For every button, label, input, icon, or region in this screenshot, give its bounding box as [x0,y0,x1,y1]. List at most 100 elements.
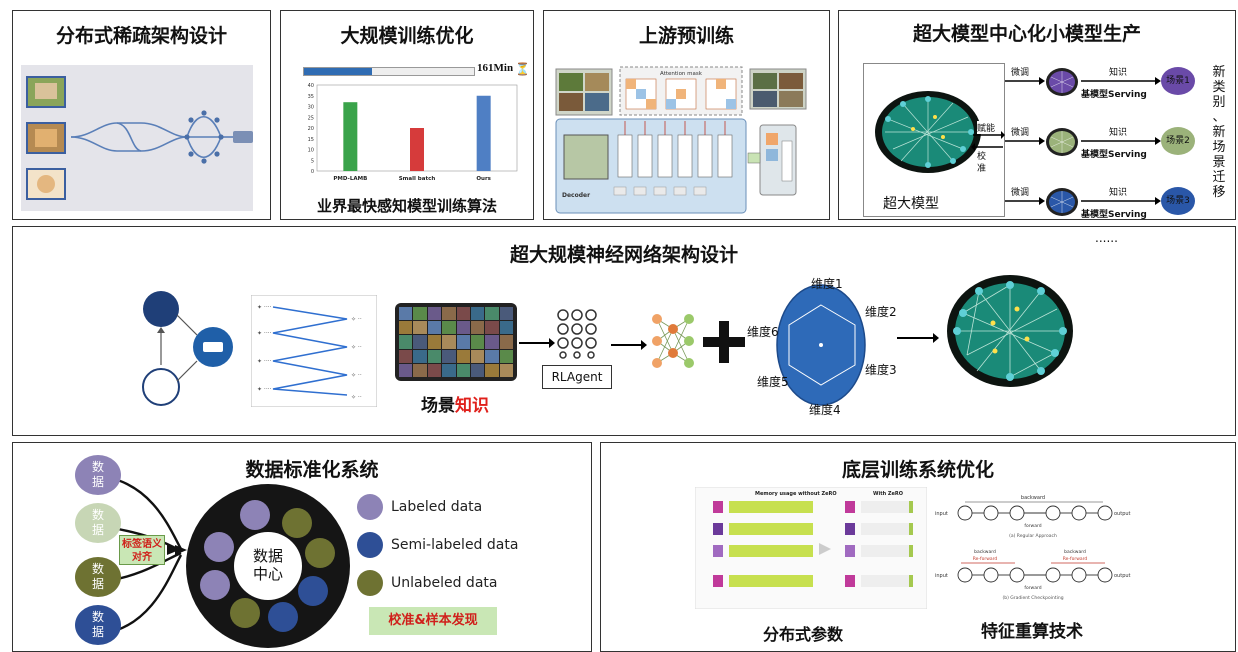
svg-text:✦ ····: ✦ ···· [257,358,272,365]
svg-text:With ZeRO: With ZeRO [873,491,903,497]
scene-thumbnail [499,321,513,335]
y-tick-label: 35 [308,94,314,100]
scene-thumbnail [470,321,485,335]
data-center-label: 数据中心 [252,547,283,583]
small-model-network-icon [1046,128,1078,156]
scene-thumbnail [499,363,513,377]
ellipsis-text: ...... [1095,231,1118,245]
serving-label: 基模型Serving [1081,210,1147,220]
scene-thumbnail [427,335,442,349]
calibrate-label: 校准 [977,151,987,175]
arrow-right-icon [1081,197,1161,205]
panel-nas: 超大规模神经网络架构设计 ...... ✦ ····✦ ····✦ ····✦ … [12,226,1236,436]
side-text-new-category-migration: 新类别、新场景迁移 [1211,65,1227,200]
x-tick-label: Ours [476,176,491,182]
scene-thumbnail [442,349,456,363]
arrow-right-icon [519,338,555,348]
legend-item: Unlabeled data [357,569,497,597]
knowledge-label: 知识 [1109,128,1128,138]
scene-image-tablet [395,303,517,381]
arrow-right-icon [1005,197,1045,205]
scene-thumbnail [499,307,513,321]
svg-text:backward: backward [974,549,996,555]
svg-text:✦ ····: ✦ ···· [257,386,272,393]
legend-item: Labeled data [357,493,482,521]
panel-title: 上游预训练 [638,25,734,47]
svg-text:output: output [1114,511,1131,517]
svg-text:✦ ····: ✦ ···· [257,304,272,311]
arrow-right-icon [1005,137,1045,145]
side-text-char: 场 [1212,140,1226,155]
time-progress-bar [303,67,475,76]
scene-thumbnail [413,321,427,335]
recomputation-caption: 特征重算技术 [981,622,1083,642]
side-text-char: 景 [1212,155,1226,170]
time-progress-fill [304,68,372,75]
data-source-node: 数据 [75,503,121,543]
panel-title: 底层训练系统优化 [841,459,994,481]
panel-title: 超大模型中心化小模型生产 [912,23,1141,45]
scene-thumbnail [470,335,485,349]
data-center-wheel [186,484,350,648]
svg-text:forward: forward [1024,523,1041,529]
panel-title: 大规模训练优化 [340,25,474,47]
dimension-label: 维度4 [809,403,841,417]
side-text-char: 新 [1212,125,1226,140]
svg-text:Re-forward: Re-forward [973,556,998,562]
time-label: 161Min [477,62,514,74]
scene-thumbnail [427,363,442,377]
scene-thumbnail [399,363,413,377]
panel-title: 数据标准化系统 [245,459,379,481]
scene-thumbnail [499,335,513,349]
panel-sparse-architecture: 分布式稀疏架构设计 [12,10,271,220]
side-text-char: 移 [1212,185,1226,200]
svg-text:(a) Regular Approach: (a) Regular Approach [1009,533,1057,539]
empower-calibrate-arrows [971,131,1005,151]
side-text-char: 新 [1212,65,1226,80]
svg-text:✧ ··: ✧ ·· [351,394,362,401]
calibration-discovery-box: 校准&样本发现 [369,607,497,635]
scene-row: 微调 知识 基模型Serving 场景1 [1005,63,1215,103]
input-image-grid [555,68,613,116]
scene-thumbnail [456,335,470,349]
side-text-char: 类 [1212,80,1226,95]
serving-label: 基模型Serving [1081,150,1147,160]
scene-label: 场景 [421,396,455,416]
legend-swatch [357,494,383,520]
dimension-radar-chart [776,284,866,406]
pretraining-architecture-diagram: Attention mask Decoder [555,66,807,214]
svg-text:✦ ····: ✦ ···· [257,330,272,337]
data-source-node: 数据 [75,455,121,495]
scene-thumbnail [413,307,427,321]
x-tick-label: Small batch [399,176,436,182]
scene-thumbnail [442,363,456,377]
svg-text:output: output [1114,573,1131,579]
panel-system-optimization: 底层训练系统优化 Memory usage without ZeRO With … [600,442,1236,652]
scene-thumbnail [413,363,427,377]
knowledge-label: 知识 [1109,188,1128,198]
scene-thumbnail [399,307,413,321]
scene-thumbnail [456,349,470,363]
scene-thumbnail [399,321,413,335]
plus-icon [703,321,745,363]
small-model-network-icon [1046,188,1078,216]
arrow-right-icon [611,340,647,350]
scene-thumbnail [427,321,442,335]
scene-thumbnail [485,321,499,335]
scene-badge: 场景1 [1161,67,1195,95]
panel-data-standardization: 数据标准化系统 数据数据数据数据 标签语义对齐 数据中心 Labeled dat… [12,442,592,652]
finetune-label: 微调 [1011,188,1030,198]
arrow-right-icon [1081,77,1161,85]
scene-thumbnail [427,349,442,363]
scene-thumbnail [442,321,456,335]
empower-label: 赋能 [977,121,996,134]
neural-network-icon [652,314,694,368]
sparse-network-diagram [21,65,253,211]
dimension-label: 维度3 [865,363,897,377]
panel-title: 分布式稀疏架构设计 [55,25,227,47]
scene-thumbnail [470,349,485,363]
side-text-char: 、 [1212,110,1226,125]
scene-thumbnail [456,321,470,335]
